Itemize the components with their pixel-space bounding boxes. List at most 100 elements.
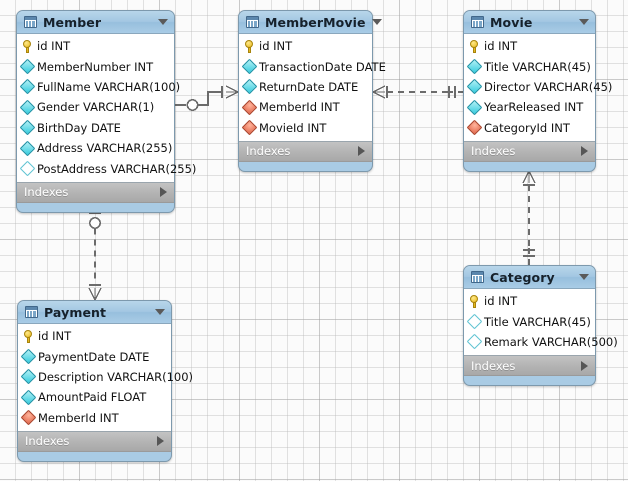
column-label: id INT — [484, 294, 518, 309]
column-row[interactable]: AmountPaid FLOAT — [18, 387, 171, 407]
column-row[interactable]: id INT — [239, 36, 372, 56]
chevron-down-icon[interactable] — [579, 19, 589, 25]
indexes-section[interactable]: Indexes — [17, 182, 174, 203]
column-row[interactable]: Gender VARCHAR(1) — [17, 97, 174, 117]
indexes-label: Indexes — [24, 185, 69, 200]
column-label: MemberId INT — [259, 100, 340, 115]
column-list: id INT PaymentDate DATE Description VARCHA… — [18, 323, 193, 432]
column-label: id INT — [37, 39, 71, 54]
triangle-right-icon[interactable] — [581, 146, 588, 157]
triangle-right-icon[interactable] — [157, 436, 164, 447]
column-row[interactable]: id INT — [464, 291, 595, 311]
entity-table-member[interactable]: Member id INT MemberNumber INT FullName VAR… — [16, 10, 196, 213]
diamond-filled-icon — [20, 389, 37, 406]
column-row[interactable]: YearReleased INT — [464, 97, 595, 117]
column-label: Remark VARCHAR(500) — [484, 334, 618, 349]
column-label: id INT — [259, 39, 293, 54]
column-row[interactable]: id INT — [18, 326, 171, 346]
column-row[interactable]: Director VARCHAR(45) — [464, 77, 612, 97]
column-row[interactable]: id INT — [464, 36, 595, 56]
table-title: Movie — [490, 14, 533, 30]
chevron-down-icon[interactable] — [158, 19, 168, 25]
column-row[interactable]: PostAddress VARCHAR(255) — [17, 158, 196, 178]
indexes-section[interactable]: Indexes — [464, 141, 595, 162]
table-header-movie[interactable]: Movie — [464, 11, 595, 33]
column-row[interactable]: MemberNumber INT — [17, 56, 174, 76]
key-icon — [469, 294, 480, 308]
column-label: AmountPaid FLOAT — [38, 390, 147, 405]
diamond-filled-icon — [241, 58, 258, 75]
indexes-section[interactable]: Indexes — [464, 356, 595, 377]
chevron-down-icon[interactable] — [579, 274, 589, 280]
triangle-right-icon[interactable] — [160, 187, 167, 198]
column-list: id INT Title VARCHAR(45) Remark VARCHAR(50… — [464, 288, 618, 357]
table-header-category[interactable]: Category — [464, 266, 595, 288]
column-row[interactable]: MemberId INT — [18, 408, 171, 428]
column-row[interactable]: FullName VARCHAR(100) — [17, 77, 180, 97]
column-list: id INT MemberNumber INT FullName VARCHAR(1… — [17, 33, 196, 183]
table-title: Payment — [44, 304, 107, 320]
column-label: TransactionDate DATE — [259, 59, 386, 74]
column-row[interactable]: CategoryId INT — [464, 118, 595, 138]
diamond-filled-icon — [20, 369, 37, 385]
relationship-membermovie-movie — [372, 85, 463, 99]
column-row[interactable]: id INT — [17, 36, 174, 56]
column-row[interactable]: ReturnDate DATE — [239, 77, 372, 97]
triangle-right-icon[interactable] — [581, 360, 588, 371]
column-label: MemberNumber INT — [37, 59, 154, 74]
column-row[interactable]: Description VARCHAR(100) — [18, 367, 193, 387]
table-title: MemberMovie — [265, 14, 366, 30]
diamond-filled-icon — [20, 348, 37, 365]
column-row[interactable]: Remark VARCHAR(500) — [464, 332, 618, 352]
relationship-member-membermovie — [175, 85, 239, 112]
table-header-payment[interactable]: Payment — [18, 301, 171, 323]
indexes-label: Indexes — [471, 144, 516, 159]
diamond-filled-icon — [466, 58, 483, 75]
diamond-hollow-icon — [466, 334, 483, 350]
key-icon — [469, 39, 480, 53]
diamond-filled-icon — [241, 79, 258, 95]
column-label: Gender VARCHAR(1) — [37, 100, 155, 115]
column-row[interactable]: BirthDay DATE — [17, 118, 174, 138]
column-row[interactable]: Title VARCHAR(45) — [464, 56, 595, 76]
column-label: ReturnDate DATE — [259, 79, 359, 94]
column-row[interactable]: MemberId INT — [239, 97, 372, 117]
indexes-label: Indexes — [25, 434, 70, 449]
chevron-down-icon[interactable] — [371, 19, 382, 25]
table-title: Member — [43, 14, 102, 30]
diamond-filled-icon — [466, 79, 483, 95]
column-row[interactable]: MovieId INT — [239, 118, 372, 138]
triangle-right-icon[interactable] — [358, 146, 365, 157]
table-header-membermovie[interactable]: MemberMovie — [239, 11, 382, 33]
column-label: MemberId INT — [38, 410, 119, 425]
relationship-movie-category — [522, 170, 536, 265]
column-label: id INT — [484, 39, 518, 54]
entity-table-membermovie[interactable]: MemberMovie id INT TransactionDate DATE Ret… — [238, 10, 386, 172]
entity-table-category[interactable]: Category id INT Title VARCHAR(45) Remark VA… — [463, 265, 618, 387]
table-icon — [25, 306, 38, 318]
entity-table-payment[interactable]: Payment id INT PaymentDate DATE Description… — [17, 300, 193, 462]
table-header-member[interactable]: Member — [17, 11, 174, 33]
column-row[interactable]: TransactionDate DATE — [239, 56, 386, 76]
diamond-filled-icon — [19, 99, 36, 116]
entity-table-movie[interactable]: Movie id INT Title VARCHAR(45) Director VAR… — [463, 10, 612, 172]
indexes-label: Indexes — [246, 144, 291, 159]
key-icon — [22, 39, 33, 53]
diamond-filled-icon — [466, 99, 483, 116]
column-list: id INT Title VARCHAR(45) Director VARCHAR(… — [464, 33, 612, 142]
column-label: Title VARCHAR(45) — [484, 59, 591, 74]
chevron-down-icon[interactable] — [155, 309, 165, 315]
indexes-label: Indexes — [471, 358, 516, 373]
column-label: BirthDay DATE — [37, 120, 121, 135]
column-row[interactable]: Address VARCHAR(255) — [17, 138, 174, 158]
key-icon — [244, 39, 255, 53]
column-label: PaymentDate DATE — [38, 349, 150, 364]
indexes-section[interactable]: Indexes — [239, 141, 372, 162]
column-list: id INT TransactionDate DATE ReturnDate DAT… — [239, 33, 386, 142]
column-row[interactable]: PaymentDate DATE — [18, 346, 171, 366]
diamond-hollow-icon — [19, 160, 36, 177]
indexes-section[interactable]: Indexes — [18, 431, 171, 452]
column-row[interactable]: Title VARCHAR(45) — [464, 311, 595, 331]
diamond-red-icon — [20, 409, 37, 426]
